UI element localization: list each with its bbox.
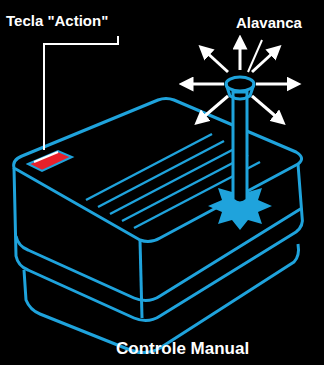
leader-line [44, 36, 262, 150]
joystick-base [14, 99, 303, 353]
action-button [28, 151, 72, 171]
part-label: Alavanca [236, 14, 302, 31]
stick-shaft [226, 77, 254, 203]
direction-arrows [186, 42, 294, 120]
caption: Controle Manual [116, 339, 249, 359]
part-label: Tecla "Action" [6, 12, 108, 29]
